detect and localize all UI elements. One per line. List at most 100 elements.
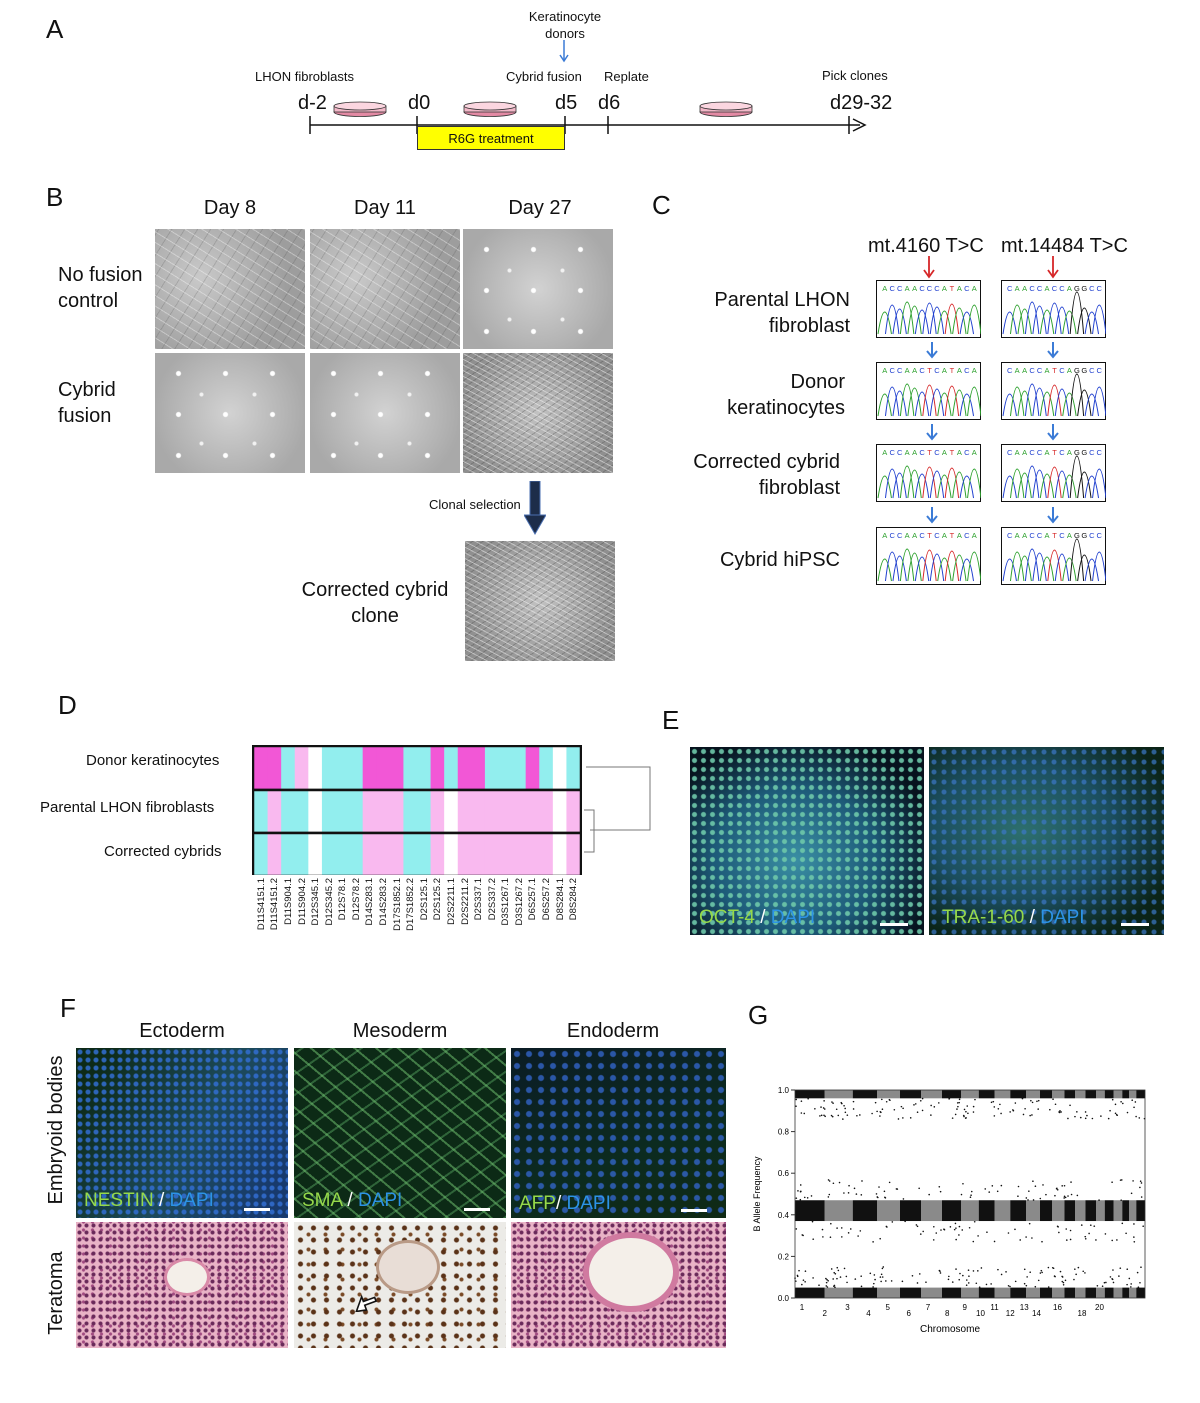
str-marker-label: D11S4151.2 bbox=[269, 878, 281, 931]
baf-band bbox=[921, 1200, 942, 1222]
panel-label-g: G bbox=[748, 1000, 769, 1030]
baf-point bbox=[822, 1236, 824, 1238]
baf-point bbox=[799, 1190, 802, 1193]
trace-peak bbox=[899, 383, 915, 417]
trace-peak bbox=[1069, 538, 1085, 582]
baf-point bbox=[795, 1280, 797, 1282]
heatmap-cell bbox=[376, 791, 391, 832]
heatmap-cell bbox=[349, 791, 364, 832]
heatmap-cell bbox=[294, 747, 309, 789]
baf-point bbox=[885, 1280, 887, 1282]
base-call: T bbox=[1052, 531, 1057, 540]
heatmap-cell bbox=[539, 747, 554, 789]
heatmap-cell bbox=[444, 747, 459, 789]
baf-band bbox=[1010, 1200, 1026, 1222]
baf-point bbox=[956, 1108, 958, 1110]
baf-band bbox=[877, 1287, 900, 1298]
baf-point bbox=[975, 1282, 978, 1285]
baf-point bbox=[845, 1275, 848, 1278]
baf-point bbox=[958, 1278, 961, 1281]
trace-peak bbox=[914, 556, 930, 582]
trace-peak bbox=[1092, 386, 1106, 417]
base-call: T bbox=[1052, 366, 1057, 375]
baf-point bbox=[1037, 1279, 1040, 1282]
baf-point bbox=[1076, 1111, 1078, 1113]
baf-point bbox=[958, 1098, 961, 1101]
baf-band bbox=[1026, 1287, 1040, 1298]
base-call: A bbox=[1015, 366, 1020, 375]
baf-point bbox=[965, 1279, 968, 1281]
baf-point bbox=[951, 1117, 954, 1119]
base-call: A bbox=[1067, 366, 1072, 375]
micrograph-cybrid-day8 bbox=[155, 353, 305, 473]
baf-point bbox=[1022, 1113, 1025, 1116]
baf-point bbox=[873, 1282, 875, 1285]
baf-point bbox=[972, 1111, 975, 1113]
baf-point bbox=[1037, 1108, 1039, 1110]
x-tick-label: 1 bbox=[800, 1303, 805, 1312]
mutation-label-14484: mt.14484 T>C bbox=[1001, 235, 1128, 257]
row-label-no-fusion: No fusion control bbox=[58, 264, 143, 312]
baf-point bbox=[902, 1107, 904, 1110]
baf-point bbox=[874, 1278, 876, 1281]
baf-point bbox=[843, 1104, 845, 1107]
baf-point bbox=[1114, 1103, 1117, 1106]
baf-point bbox=[836, 1277, 838, 1280]
baf-point bbox=[925, 1281, 927, 1283]
red-arrow-4160 bbox=[923, 256, 935, 279]
baf-point bbox=[852, 1100, 855, 1103]
base-call: C bbox=[1029, 366, 1035, 375]
trace-peak bbox=[1054, 388, 1070, 417]
trace-peak bbox=[914, 309, 930, 335]
clonal-selection-label: Clonal selection bbox=[429, 497, 521, 512]
heatmap-cell bbox=[376, 834, 391, 875]
baf-band bbox=[1064, 1090, 1075, 1099]
nestin-caption: NESTIN / DAPI bbox=[84, 1190, 214, 1211]
heatmap-cell bbox=[444, 791, 459, 832]
baf-band bbox=[1040, 1200, 1053, 1222]
baf-point bbox=[880, 1273, 883, 1276]
oct4-caption: OCT-4 / DAPI bbox=[699, 907, 816, 928]
baf-point bbox=[1063, 1184, 1066, 1187]
baf-point bbox=[796, 1275, 799, 1278]
baf-point bbox=[1017, 1185, 1020, 1188]
baf-point bbox=[801, 1234, 804, 1236]
b-allele-frequency-plot: 0.00.20.40.60.81.01234567891011121314161… bbox=[752, 1086, 1146, 1335]
baf-point bbox=[881, 1098, 883, 1101]
baf-point bbox=[1061, 1276, 1064, 1278]
timeline-axis bbox=[309, 116, 867, 134]
baf-point bbox=[939, 1272, 942, 1274]
baf-point bbox=[1069, 1104, 1071, 1107]
baf-point bbox=[951, 1281, 954, 1283]
heatmap-cell bbox=[525, 834, 540, 875]
trace-peak bbox=[1047, 466, 1062, 499]
keratinocyte-donors-label: Keratinocyte donors bbox=[528, 9, 602, 41]
baf-point bbox=[1031, 1237, 1033, 1239]
str-marker-label: D17S1852.2 bbox=[405, 878, 417, 931]
trace-peak bbox=[922, 466, 937, 499]
dendrogram bbox=[584, 766, 651, 853]
base-call: A bbox=[972, 448, 977, 457]
base-call: A bbox=[912, 284, 917, 293]
baf-point bbox=[834, 1273, 837, 1275]
baf-point bbox=[891, 1221, 894, 1223]
trace-peak bbox=[1024, 548, 1040, 582]
trace-peak bbox=[899, 301, 915, 335]
baf-point bbox=[795, 1098, 798, 1101]
baf-point bbox=[1073, 1278, 1075, 1281]
trace-peak bbox=[944, 385, 960, 417]
baf-point bbox=[844, 1111, 847, 1114]
trace-peak bbox=[1047, 302, 1062, 335]
trace-peak bbox=[1009, 468, 1025, 499]
baf-point bbox=[852, 1108, 855, 1110]
baf-point bbox=[1032, 1180, 1034, 1182]
baf-point bbox=[961, 1229, 964, 1231]
baf-point bbox=[825, 1285, 828, 1287]
row-label-donor: Donor keratinocytes bbox=[727, 371, 845, 419]
panel-label-e: E bbox=[662, 705, 680, 735]
heatmap-cell bbox=[362, 834, 377, 875]
trace-peak bbox=[1062, 474, 1077, 499]
x-tick-label: 8 bbox=[945, 1309, 950, 1318]
